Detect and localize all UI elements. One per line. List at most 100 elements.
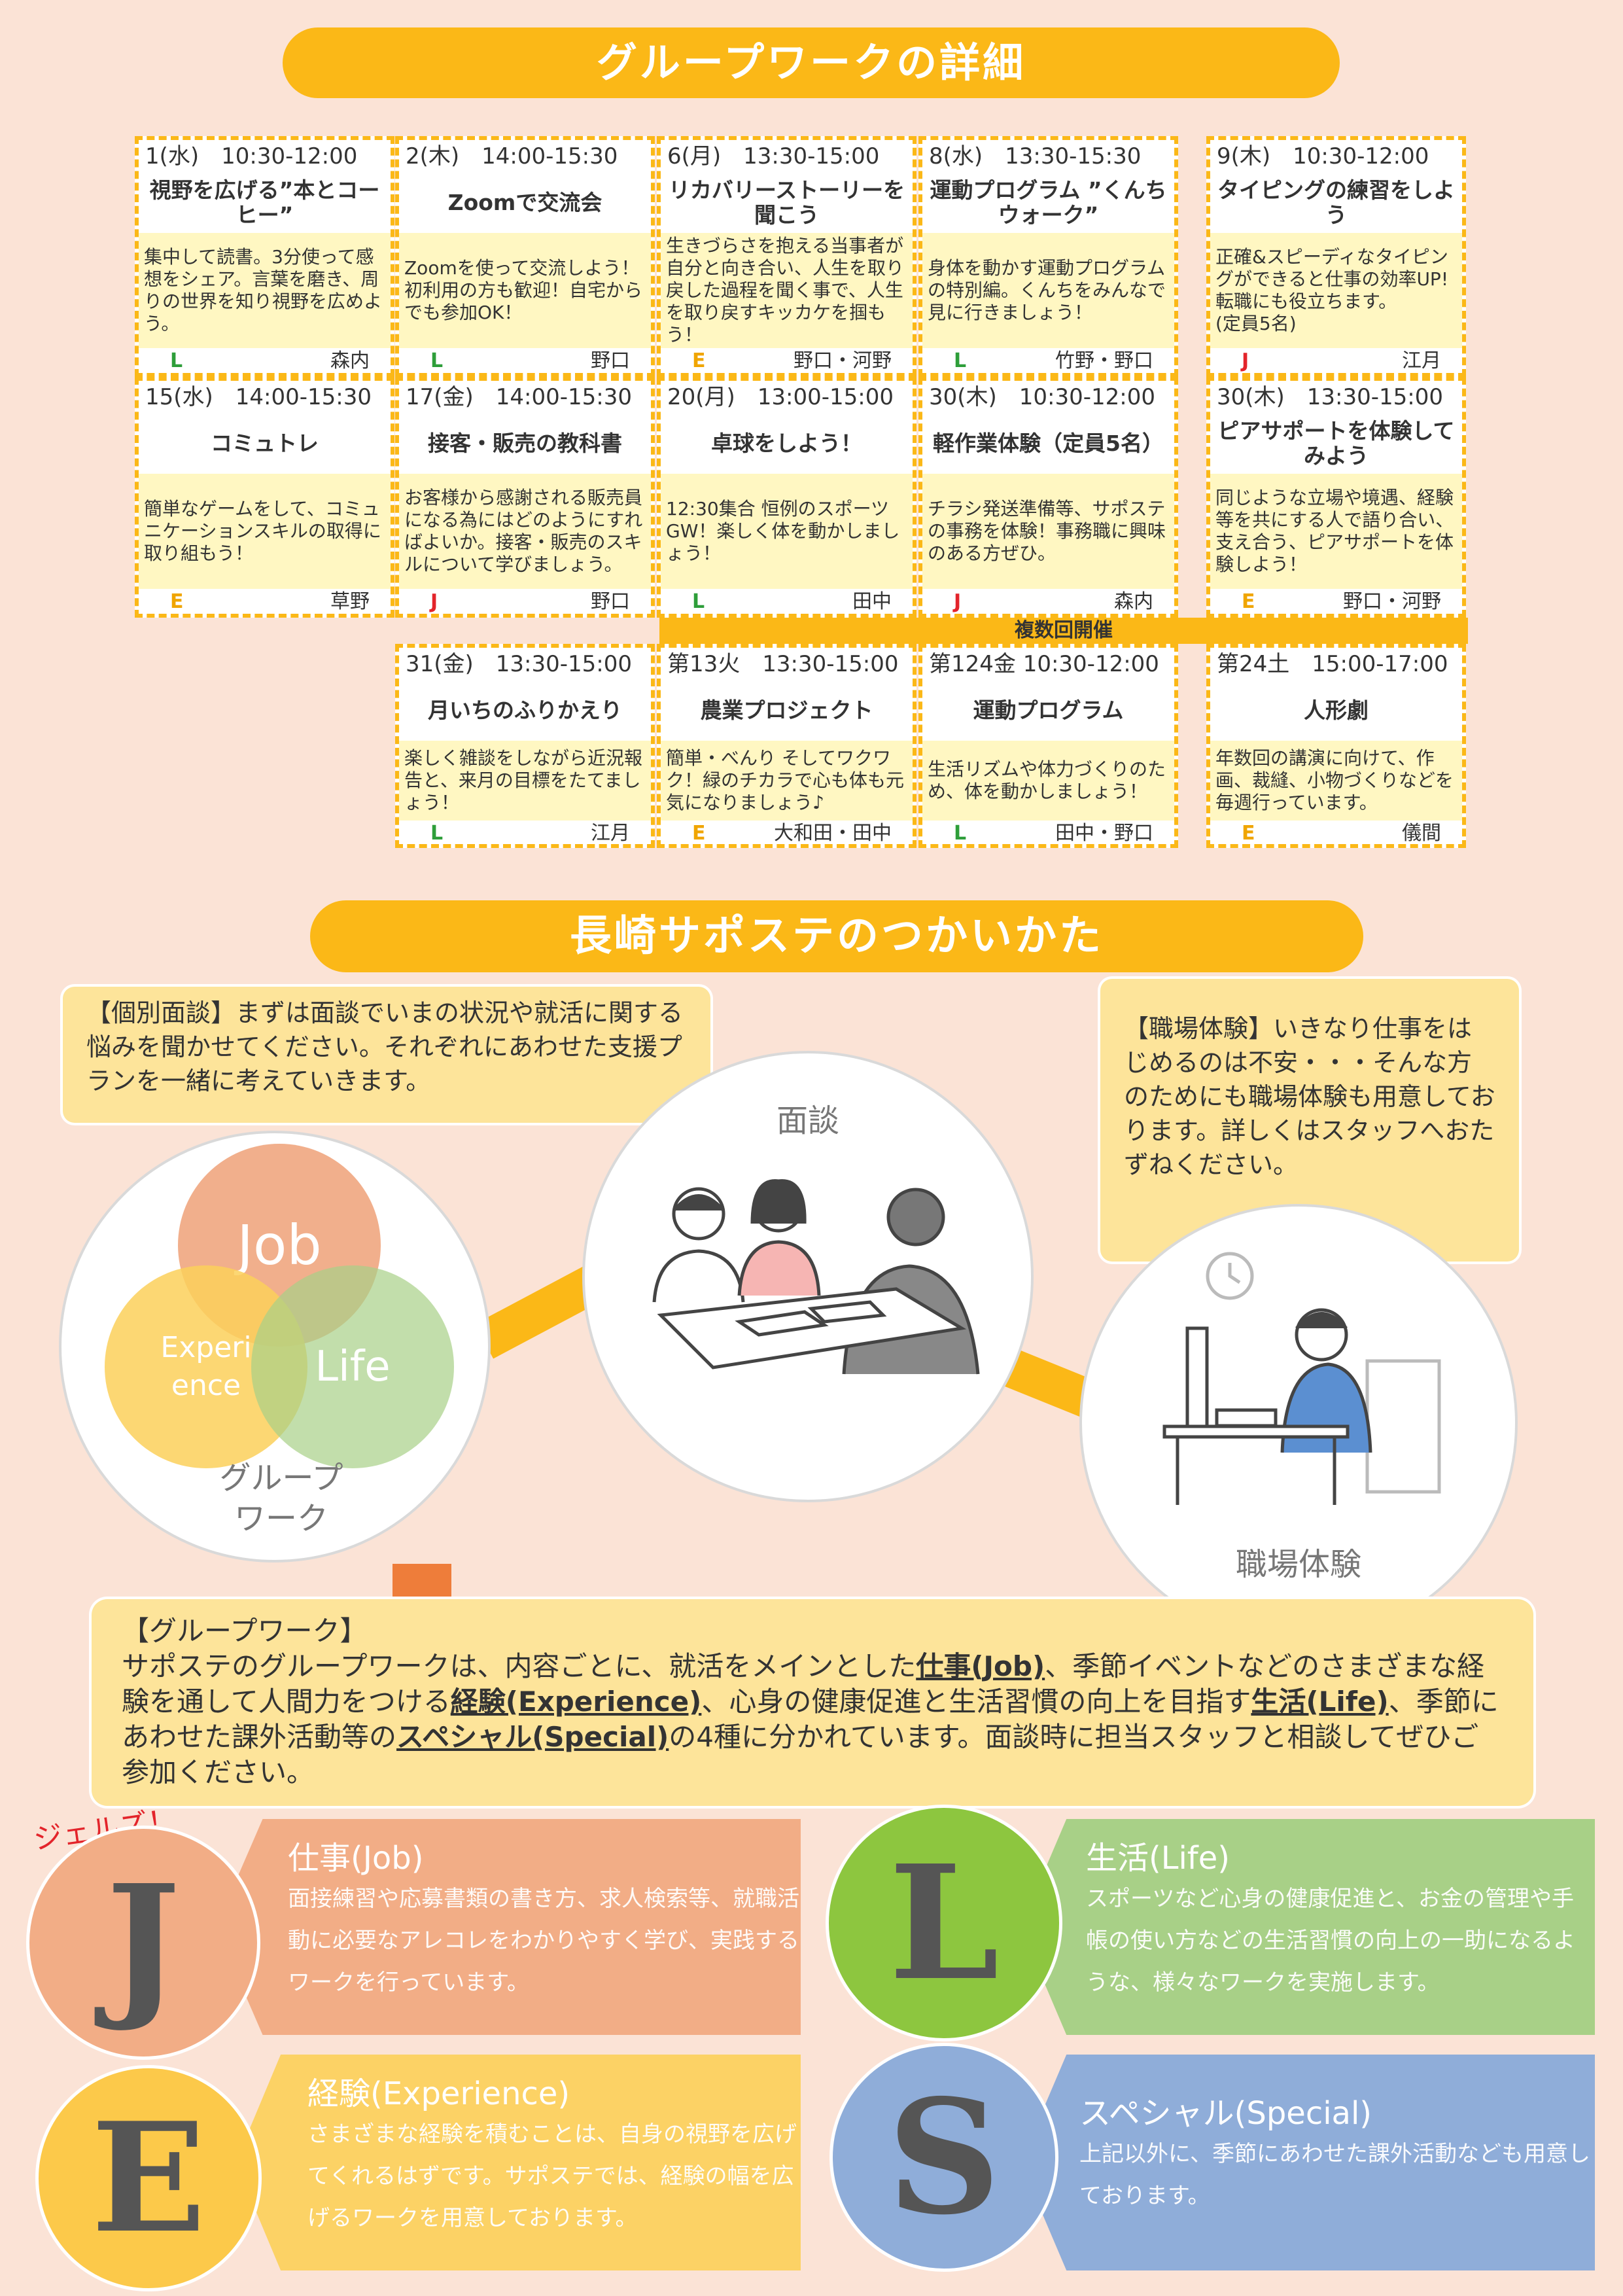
card-date: 1(水) 10:30-12:00 <box>145 143 358 169</box>
life-panel: 生活(Life) スポーツなど心身の健康促進と、お金の管理や手帳の使い方などの生… <box>1021 1819 1595 2035</box>
job-letter: J <box>26 1826 260 2060</box>
life-desc: スポーツなど心身の健康促進と、お金の管理や手帳の使い方などの生活習慣の向上の一助… <box>1086 1886 1575 1996</box>
special-letter: S <box>829 2043 1058 2272</box>
card-title: 運動プログラム ”くんちウォーク” <box>930 177 1167 228</box>
card-footer: E 儀間 <box>1210 821 1462 845</box>
gw-keyword-life: 生活(Life) <box>1251 1686 1389 1718</box>
card-extra: (定員5名) <box>1215 313 1297 334</box>
card-desc: チラシ発送準備等、サポステの事務を体験！事務職に興味のある方ぜひ。 <box>922 474 1174 589</box>
job-panel: 仕事(Job) 面接練習や応募書類の書き方、求人検索等、就職活動に必要なアレコレ… <box>216 1819 801 2035</box>
venn-experience-line2: ence <box>171 1369 241 1402</box>
schedule-card: 第124金 10:30-12:00 運動プログラム 生活リズムや体力づくりのため… <box>918 644 1178 848</box>
card-desc-text: 生きづらさを抱える当事者が自分と向き合い、人生を取り戻した過程を聞く事で、人生を… <box>666 235 905 345</box>
card-title: 接客・販売の教科書 <box>428 431 622 456</box>
card-date: 2(木) 14:00-15:30 <box>406 143 618 169</box>
experience-desc: さまざまな経験を積むことは、自身の視野を広げてくれるはずです。サポステでは、経験… <box>307 2121 797 2231</box>
card-desc-text: 簡単なゲームをして、コミュニケーションスキルの取得に取り組もう！ <box>144 498 381 564</box>
card-staff: 江月 <box>591 822 630 845</box>
schedule-card: 6(月) 13:30-15:00 リカバリーストーリーを聞こう 生きづらさを抱え… <box>657 136 916 377</box>
card-category: J <box>430 590 438 613</box>
gw-text-2: 、季節イベントなどのさまざまな経験を通して人間力をつける <box>122 1650 1485 1718</box>
gw-text-1: サポステのグループワークは、内容ごとに、就活をメインとした <box>122 1650 916 1682</box>
card-footer: E 大和田・田中 <box>661 821 913 845</box>
workplace-illustration <box>1162 1252 1441 1505</box>
card-staff: 森内 <box>1114 590 1153 613</box>
card-category: E <box>1242 822 1255 845</box>
card-category: E <box>692 822 706 845</box>
card-desc-text: Zoomを使って交流しよう！初利用の方も歓迎！自宅からでも参加OK！ <box>404 257 643 323</box>
card-desc: 生活リズムや体力づくりのため、体を動かしましょう！ <box>922 741 1174 821</box>
card-desc: 12:30集合 恒例のスポーツGW！楽しく体を動かしましょう！ <box>661 474 913 589</box>
card-category: L <box>170 349 183 372</box>
card-desc: 正確&スピーディなタイピングができると仕事の効率UP!転職にも役立ちます。(定員… <box>1210 233 1462 348</box>
schedule-card: 第13火 13:30-15:00 農業プロジェクト 簡単・べんり そしてワクワク… <box>657 644 916 848</box>
schedule-card: 9(木) 10:30-12:00 タイピングの練習をしよう 正確&スピーディなタ… <box>1206 136 1466 377</box>
interview-illustration <box>652 1179 980 1375</box>
card-footer: L 江月 <box>399 821 651 845</box>
schedule-card: 8(水) 13:30-15:30 運動プログラム ”くんちウォーク” 身体を動か… <box>918 136 1178 377</box>
card-desc-text: お客様から感謝される販売員になる為にはどのようにすればよいか。接客・販売のスキル… <box>404 487 643 575</box>
workplace-caption: 職場体験 <box>1235 1546 1361 1583</box>
card-desc: 楽しく雑談をしながら近況報告と、来月の目標をたてましょう！ <box>399 741 651 821</box>
card-desc-text: チラシ発送準備等、サポステの事務を体験！事務職に興味のある方ぜひ。 <box>928 498 1166 564</box>
card-title: 卓球をしよう！ <box>711 431 862 456</box>
card-category: J <box>1242 349 1249 372</box>
card-desc: 簡単・べんり そしてワクワク！緑のチカラで心も体も元気になりましょう♪ <box>661 741 913 821</box>
gw-keyword-experience: 経験(Experience) <box>450 1686 702 1718</box>
schedule-card: 31(金) 13:30-15:00 月いちのふりかえり 楽しく雑談をしながら近況… <box>395 644 655 848</box>
schedule-card: 20(月) 13:00-15:00 卓球をしよう！ 12:30集合 恒例のスポー… <box>657 377 916 618</box>
job-desc: 面接練習や応募書類の書き方、求人検索等、就職活動に必要なアレコレをわかりやすく学… <box>288 1886 799 1996</box>
card-desc-text: 楽しく雑談をしながら近況報告と、来月の目標をたてましょう！ <box>404 747 643 813</box>
card-date: 第24土 15:00-17:00 <box>1217 651 1448 677</box>
gw-text-4: 、季節にあわせた課外活動等の <box>122 1686 1499 1753</box>
card-title: ピアサポートを体験してみよう <box>1217 418 1455 468</box>
card-footer: E 野口・河野 <box>661 348 913 373</box>
card-desc: お客様から感謝される販売員になる為にはどのようにすればよいか。接客・販売のスキル… <box>399 474 651 589</box>
life-title: 生活(Life) <box>1086 1840 1230 1877</box>
schedule-card: 第24土 15:00-17:00 人形劇 年数回の講演に向けて、作画、裁縫、小物… <box>1206 644 1466 848</box>
card-category: L <box>430 822 444 845</box>
gw-text-5: の4種に分かれています。面談時に担当スタッフと相談してぜひご参加ください。 <box>122 1721 1479 1788</box>
schedule-title: グループワークの詳細 <box>283 27 1340 98</box>
venn-experience-line1: Experi <box>160 1331 252 1364</box>
card-staff: 森内 <box>330 349 370 372</box>
card-footer: L 田中・野口 <box>922 821 1174 845</box>
interview-caption: 面談 <box>776 1103 839 1139</box>
card-desc-text: 12:30集合 恒例のスポーツGW！楽しく体を動かしましょう！ <box>666 498 900 564</box>
card-date: 15(水) 14:00-15:30 <box>145 384 372 410</box>
card-date: 17(金) 14:00-15:30 <box>406 384 633 410</box>
card-staff: 竹野・野口 <box>1055 349 1153 372</box>
card-staff: 大和田・田中 <box>774 822 892 845</box>
card-desc-text: 正確&スピーディなタイピングができると仕事の効率UP!転職にも役立ちます。 <box>1215 246 1449 312</box>
groupwork-description: 【グループワーク】 サポステのグループワークは、内容ごとに、就活をメインとした仕… <box>92 1599 1533 1806</box>
card-title: 月いちのふりかえり <box>428 698 622 723</box>
gw-text-3: 、心身の健康促進と生活習慣の向上を目指す <box>701 1686 1251 1718</box>
schedule-card: 17(金) 14:00-15:30 接客・販売の教科書 お客様から感謝される販売… <box>395 377 655 618</box>
schedule-card: 15(水) 14:00-15:30 コミュトレ 簡単なゲームをして、コミュニケー… <box>135 377 394 618</box>
groupwork-caption-line2: ワーク <box>234 1500 328 1537</box>
card-date: 30(木) 10:30-12:00 <box>929 384 1156 410</box>
card-category: E <box>692 349 706 372</box>
card-staff: 田中・野口 <box>1055 822 1153 845</box>
card-category: L <box>954 822 967 845</box>
card-date: 第13火 13:30-15:00 <box>667 651 899 677</box>
card-date: 第124金 10:30-12:00 <box>929 651 1159 677</box>
card-desc-text: 同じような立場や境遇、経験等を共にする人で語り合い、支え合う、ピアサポートを体験… <box>1215 487 1454 575</box>
card-desc-text: 簡単・べんり そしてワクワク！緑のチカラで心も体も元気になりましょう♪ <box>666 747 905 813</box>
card-staff: 野口・河野 <box>794 349 892 372</box>
card-date: 20(月) 13:00-15:00 <box>667 384 894 410</box>
experience-panel: 経験(Experience) さまざまな経験を積むことは、自身の視野を広げてくれ… <box>236 2055 801 2270</box>
card-title: 人形劇 <box>1304 698 1369 723</box>
multi-session-label: 複数回開催 <box>659 618 1468 644</box>
card-category: E <box>170 590 184 613</box>
card-staff: 儀間 <box>1402 822 1441 845</box>
experience-title: 経験(Experience) <box>307 2075 570 2112</box>
schedule-card: 30(木) 13:30-15:00 ピアサポートを体験してみよう 同じような立場… <box>1206 377 1466 618</box>
schedule-card: 1(水) 10:30-12:00 視野を広げる”本とコーヒー” 集中して読書。3… <box>135 136 394 377</box>
groupwork-caption: グループワーク <box>196 1458 366 1539</box>
card-staff: 野口・河野 <box>1343 590 1441 613</box>
gw-keyword-special: スペシャル(Special) <box>396 1721 669 1753</box>
